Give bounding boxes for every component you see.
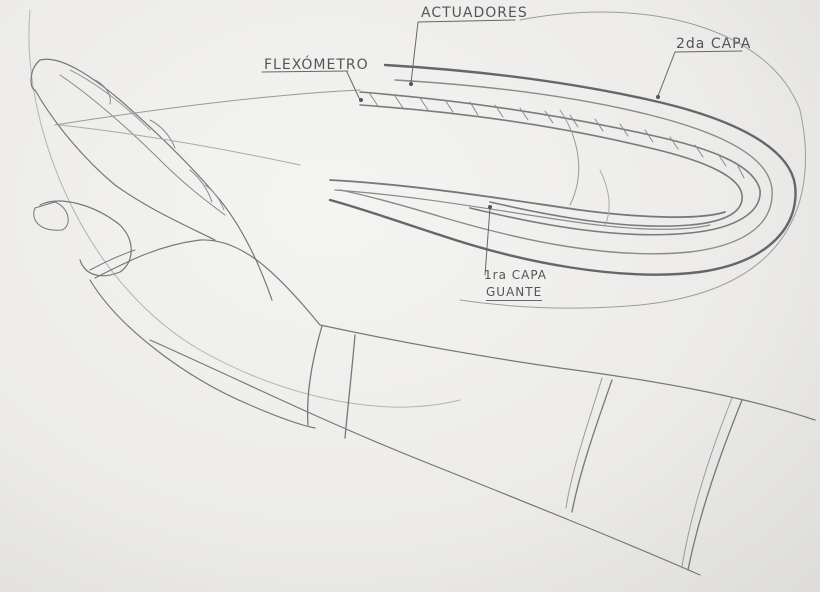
label-actuadores: ACTUADORES xyxy=(421,5,528,21)
leader-dot-segunda-capa xyxy=(656,95,660,99)
label-segunda-capa: 2da CAPA xyxy=(676,36,751,52)
second-layer-inner xyxy=(340,80,772,254)
leader-primera-capa xyxy=(485,208,490,275)
sleeve-band-2b xyxy=(682,398,732,566)
leader-dot-actuadores xyxy=(409,82,413,86)
palm-outline xyxy=(90,280,315,428)
finger-nail xyxy=(95,80,110,104)
label-flexometro: FLEXÓMETRO xyxy=(264,57,369,73)
leader-segunda-capa xyxy=(658,52,675,96)
guide-line xyxy=(55,90,360,125)
forearm-bottom-edge xyxy=(150,340,700,575)
wrist-band-left xyxy=(308,326,322,425)
guide-line-2 xyxy=(60,125,300,165)
second-layer-outer xyxy=(330,65,796,275)
thumb-joint xyxy=(90,250,135,270)
label-guante: GUANTE xyxy=(486,285,542,301)
leader-dot-flexometro xyxy=(359,98,363,102)
leader-dot-primera-capa xyxy=(488,205,492,209)
leader-actuadores xyxy=(411,22,418,83)
flexometro-hatching xyxy=(370,94,744,178)
finger-tip xyxy=(31,60,40,90)
outer-contour-right xyxy=(460,12,806,308)
sleeve-band-2 xyxy=(688,400,742,570)
sleeve-band-1b xyxy=(566,378,602,508)
first-layer-outer xyxy=(330,180,725,217)
inner-fold-2 xyxy=(600,170,609,225)
actuator-band-bottom xyxy=(360,105,742,226)
finger-knuckle-3 xyxy=(205,185,224,210)
sleeve-band-1 xyxy=(572,380,612,512)
thumb xyxy=(40,201,131,276)
thumb-nail xyxy=(34,202,68,230)
wrist-band-right xyxy=(345,335,355,438)
finger-index-top xyxy=(40,59,272,300)
forearm-top-edge xyxy=(320,325,815,420)
leader-flexometro xyxy=(347,72,360,100)
label-primera-capa: 1ra CAPA xyxy=(484,268,547,282)
finger-knuckle-1 xyxy=(150,120,175,148)
